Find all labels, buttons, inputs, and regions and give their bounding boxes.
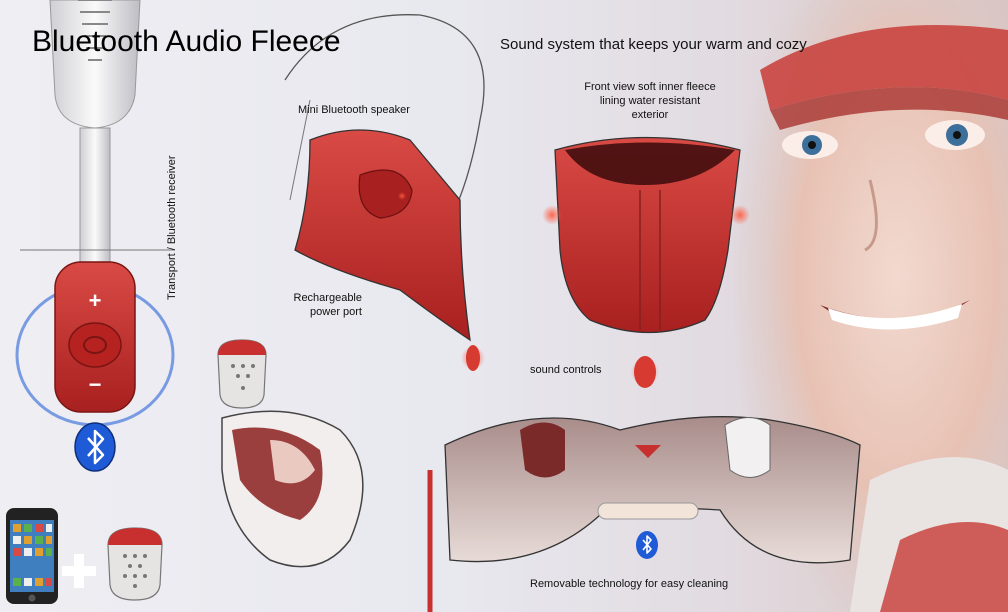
iphone-icon: [6, 508, 58, 604]
flat-band-illustration: [427, 416, 861, 612]
transport-receiver-label: Transport / Bluetooth receiver: [166, 155, 178, 301]
mini-speaker-label: Mini Bluetooth speaker: [298, 104, 410, 116]
speaker-pod-icon: [107, 527, 163, 601]
bluetooth-icon: [74, 422, 116, 472]
inner-pocket-illustration: [221, 410, 364, 568]
power-port-label: Rechargeable power port: [262, 291, 363, 319]
receiver-illustration: + −: [15, 0, 175, 472]
page-title: Bluetooth Audio Fleece: [32, 25, 341, 58]
power-port-line: power port: [310, 306, 362, 318]
removable-label: Removable technology for easy cleaning: [530, 578, 729, 590]
front-view-line: exterior: [631, 109, 669, 121]
front-view-illustration: [542, 136, 750, 388]
side-view-illustration: [284, 14, 485, 371]
volume-up-label: +: [89, 288, 102, 313]
pod-small-illustration: [217, 339, 267, 409]
zipper-icon: [78, 0, 112, 61]
plus-icon: [62, 554, 96, 588]
volume-down-label: −: [89, 372, 102, 397]
front-view-line: lining water resistant: [599, 95, 701, 107]
front-view-label: Front view soft inner fleece lining wate…: [560, 80, 740, 122]
power-port-line: Rechargeable: [293, 292, 363, 304]
front-view-line: Front view soft inner fleece: [584, 81, 716, 93]
sound-controls-label: sound controls: [530, 364, 602, 376]
page-subtitle: Sound system that keeps your warm and co…: [500, 36, 807, 53]
bluetooth-icon: [636, 531, 658, 559]
